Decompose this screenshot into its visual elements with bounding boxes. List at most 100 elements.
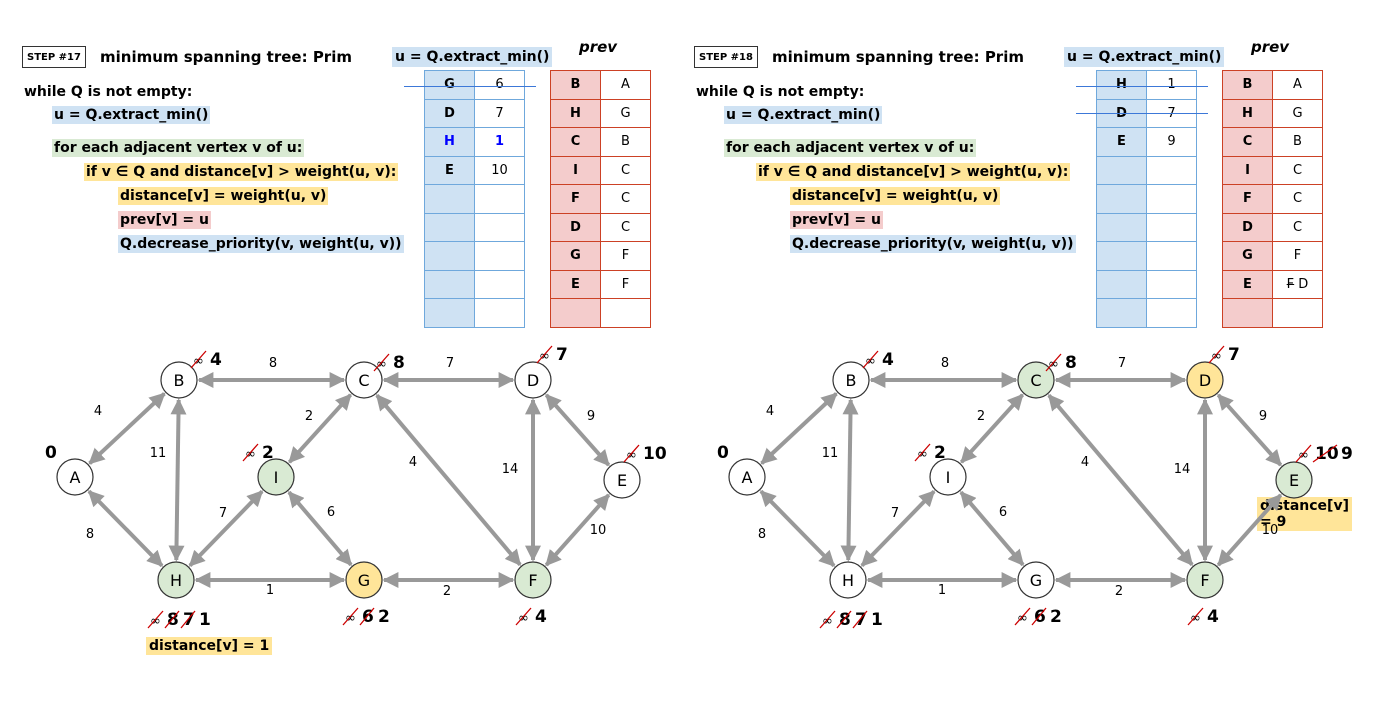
edge-weight-label: 9: [1259, 409, 1267, 424]
struck-distance: ∞: [193, 354, 204, 369]
final-distance: 8: [1065, 353, 1077, 373]
strike-mark: [536, 345, 553, 364]
prev-vertex: D: [1222, 212, 1273, 242]
edge-weight-label: 8: [758, 527, 766, 542]
edge-weight-label: 7: [1118, 356, 1126, 371]
edge-weight-label: 14: [502, 462, 519, 477]
vertex-G: [1017, 561, 1055, 599]
vertex-label: I: [274, 468, 279, 487]
vertex-label: C: [358, 371, 369, 390]
edge-weight-label: 4: [1081, 455, 1089, 470]
distance-annotation-A: 0: [717, 443, 729, 463]
queue-vertex: [424, 212, 475, 242]
prev-vertex: C: [550, 127, 601, 157]
vertex-label: F: [1200, 571, 1209, 590]
struck-distance: 10: [1315, 444, 1339, 464]
queue-row: [424, 298, 525, 328]
final-distance: 4: [882, 350, 894, 370]
edge-D-E: [544, 393, 611, 467]
edge-weight-label: 7: [891, 506, 899, 521]
prev-parent: [600, 298, 651, 328]
code-assign-prev: prev[v] = u: [118, 211, 211, 229]
queue-row: [1096, 241, 1197, 271]
prev-row: [550, 298, 651, 328]
code-extract: u = Q.extract_min(): [724, 106, 883, 124]
strike-mark: [190, 350, 207, 369]
struck-distance: 7: [855, 610, 867, 630]
vertex-B: [832, 361, 870, 399]
edge-C-I: [287, 393, 353, 464]
edge-weight-label: 4: [94, 404, 102, 419]
edge-I-G: [959, 490, 1025, 567]
distance-annotation-C: ∞8: [1045, 353, 1077, 373]
struck-distance: 7: [183, 610, 195, 630]
vertex-E: [1275, 461, 1313, 499]
queue-priority: 9: [1146, 127, 1197, 157]
strike-mark: [1014, 607, 1031, 626]
vertex-A: [56, 458, 94, 496]
strike-mark: [1187, 607, 1204, 626]
prev-vertex: [550, 298, 601, 328]
step-badge: STEP #17: [22, 46, 86, 68]
edge-weight-label: 14: [1174, 462, 1191, 477]
final-distance: 7: [556, 345, 568, 365]
strike-mark: [1295, 444, 1312, 463]
edge-weight-label: 4: [409, 455, 417, 470]
prev-vertex: D: [550, 212, 601, 242]
queue-strike-line: [1076, 113, 1208, 114]
distance-annotation-E: ∞10: [623, 444, 667, 464]
vertex-D: [514, 361, 552, 399]
queue-vertex: D: [424, 98, 475, 128]
vertex-F: [1186, 561, 1224, 599]
edge-E-F: [1216, 493, 1283, 567]
prev-header: prev: [579, 38, 618, 56]
code-assign-prev: prev[v] = u: [790, 211, 883, 229]
vertex-C: [1017, 361, 1055, 399]
edge-weight-label: 1: [938, 583, 946, 598]
final-distance: 4: [1207, 607, 1219, 627]
queue-vertex: H: [424, 127, 475, 157]
distance-annotation-F: ∞4: [515, 607, 547, 627]
vertex-label: A: [742, 468, 753, 487]
vertex-B: [160, 361, 198, 399]
queue-vertex: E: [424, 155, 475, 185]
prev-parent: G: [1272, 98, 1323, 128]
struck-distance: ∞: [245, 447, 256, 462]
final-distance: 2: [378, 607, 390, 627]
final-distance: 2: [934, 443, 946, 463]
final-distance: 0: [45, 443, 57, 463]
edge-weight-label: 8: [269, 356, 277, 371]
vertex-G: [345, 561, 383, 599]
edge-B-H: [840, 398, 859, 562]
queue-row: [424, 241, 525, 271]
final-distance: 1: [199, 610, 211, 630]
queue-row: [1096, 155, 1197, 185]
queue-vertex: H: [1096, 70, 1147, 100]
prev-vertex: E: [1222, 269, 1273, 299]
queue-priority: 1: [1146, 70, 1197, 100]
queue-row: [1096, 212, 1197, 242]
vertex-label: E: [1289, 471, 1299, 490]
struck-distance: ∞: [376, 357, 387, 372]
struck-distance: ∞: [1190, 611, 1201, 626]
edge-weight-label: 10: [590, 523, 607, 538]
code-while: while Q is not empty:: [24, 84, 193, 100]
strike-mark: [914, 443, 931, 462]
queue-vertex: G: [424, 70, 475, 100]
queue-row: [1096, 298, 1197, 328]
distance-annotation-I: ∞2: [242, 443, 274, 463]
queue-row: [1096, 269, 1197, 299]
edge-C-I: [959, 393, 1025, 464]
edge-weight-label: 11: [822, 446, 839, 461]
edge-weight-label: 10: [1262, 523, 1279, 538]
